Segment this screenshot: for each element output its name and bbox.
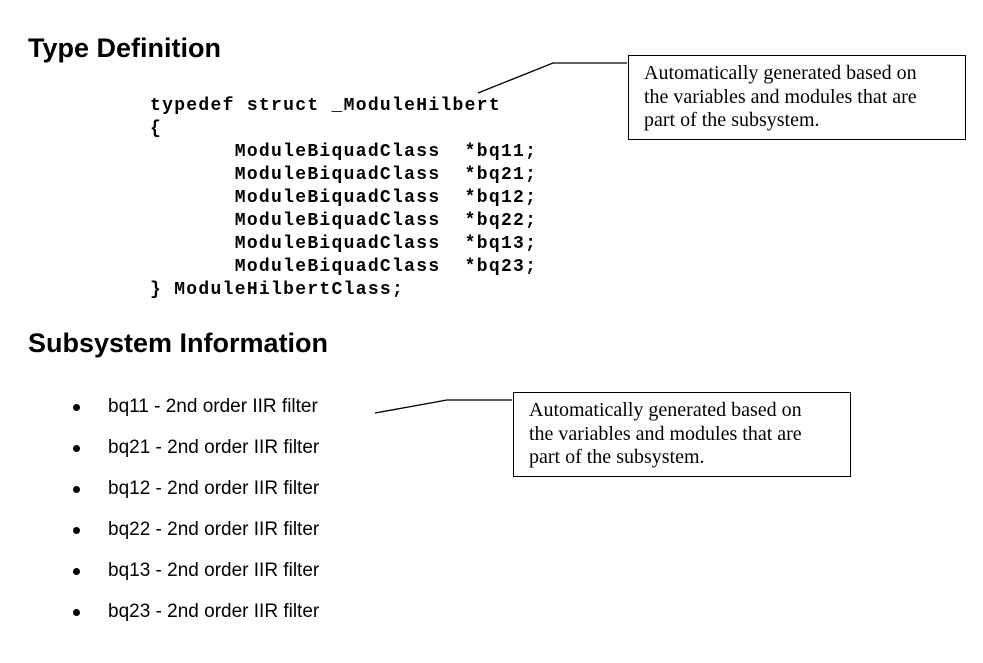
list-item-label: bq23 - 2nd order IIR filter [108,601,320,622]
list-item: bq22 - 2nd order IIR filter [73,519,319,541]
list-item: bq13 - 2nd order IIR filter [73,560,319,582]
callout-top-box: Automatically generated based on the var… [628,55,966,140]
list-item-label: bq11 - 2nd order IIR filter [108,396,318,417]
callout-top-leader-line [477,62,627,94]
type-definition-heading: Type Definition [28,33,221,63]
subsystem-information-heading: Subsystem Information [28,328,329,358]
list-item: bq23 - 2nd order IIR filter [73,601,319,623]
callout-top-text: Automatically generated based on the var… [644,62,917,131]
list-item-label: bq13 - 2nd order IIR filter [108,560,320,581]
list-item: bq11 - 2nd order IIR filter [73,396,319,418]
bullet-icon [73,444,80,452]
type-definition-code-block: typedef struct _ModuleHilbert { ModuleBi… [150,96,538,300]
callout-bottom-box: Automatically generated based on the var… [513,392,851,477]
bullet-icon [73,526,80,534]
bullet-icon [73,485,80,493]
callout-bottom-text: Automatically generated based on the var… [529,399,802,468]
callout-bottom-leader-line [374,399,512,414]
list-item: bq12 - 2nd order IIR filter [73,478,319,500]
list-item-label: bq22 - 2nd order IIR filter [108,519,320,540]
bullet-icon [73,403,80,411]
list-item: bq21 - 2nd order IIR filter [73,437,319,459]
list-item-label: bq12 - 2nd order IIR filter [108,478,320,499]
bullet-icon [73,567,80,575]
list-item-label: bq21 - 2nd order IIR filter [108,437,320,458]
subsystem-list: bq11 - 2nd order IIR filter bq21 - 2nd o… [73,396,319,642]
bullet-icon [73,608,80,616]
